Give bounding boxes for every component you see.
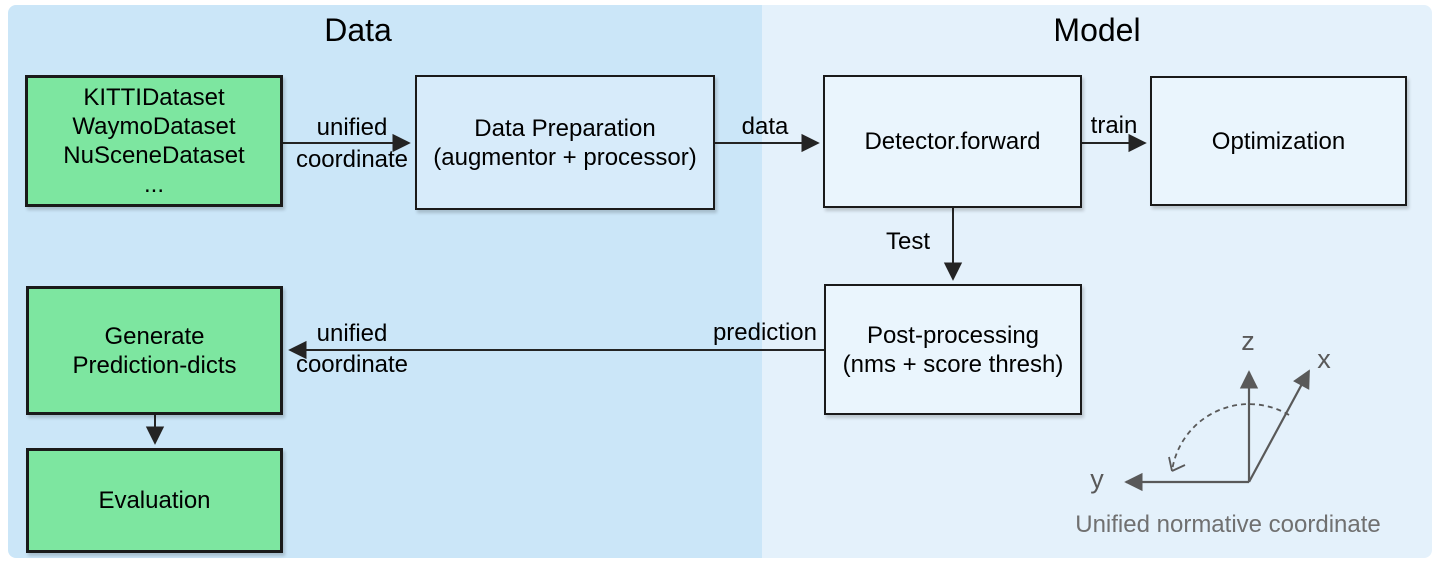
- dataset-name: KITTIDataset: [83, 84, 225, 111]
- data-section-title: Data: [324, 12, 392, 48]
- model-section-title: Model: [1053, 12, 1141, 48]
- box-line: Data Preparation: [474, 114, 656, 142]
- edge-label-coordinate-2: coordinate: [295, 351, 409, 378]
- box-line: Evaluation: [98, 487, 211, 514]
- dataset-ellipsis: ...: [143, 171, 164, 198]
- optimization-box: Optimization: [1150, 76, 1407, 206]
- edge-label-test: Test: [885, 228, 930, 255]
- post-processing-box: Post-processing (nms + score thresh): [824, 284, 1082, 415]
- generate-prediction-dicts-box: Generate Prediction-dicts: [26, 286, 283, 415]
- box-line: (augmentor + processor): [433, 143, 697, 171]
- y-axis-label: y: [1090, 464, 1104, 494]
- box-line: Prediction-dicts: [72, 351, 237, 379]
- evaluation-box: Evaluation: [26, 448, 283, 553]
- axes-caption: Unified normative coordinate: [1075, 511, 1381, 538]
- box-line: Detector.forward: [864, 128, 1041, 155]
- edge-label-unified-1: unified: [316, 114, 388, 141]
- box-line: (nms + score thresh): [842, 350, 1064, 378]
- detector-forward-box: Detector.forward: [823, 75, 1082, 208]
- edge-label-coordinate-1: coordinate: [295, 146, 409, 173]
- edge-label-unified-2: unified: [316, 320, 388, 347]
- box-line: Generate: [104, 322, 205, 350]
- data-preparation-box: Data Preparation (augmentor + processor): [415, 75, 715, 210]
- dataset-name: WaymoDataset: [72, 113, 236, 140]
- box-line: Optimization: [1211, 127, 1346, 155]
- edge-label-train: train: [1090, 112, 1138, 139]
- z-axis-label: z: [1241, 326, 1255, 356]
- x-axis-label: x: [1317, 344, 1331, 374]
- box-line: Post-processing: [866, 321, 1040, 349]
- edge-label-prediction: prediction: [712, 319, 817, 346]
- datasets-box: KITTIDataset WaymoDataset NuSceneDataset…: [25, 75, 283, 207]
- dataset-name: NuSceneDataset: [63, 142, 245, 169]
- edge-label-data: data: [741, 113, 789, 140]
